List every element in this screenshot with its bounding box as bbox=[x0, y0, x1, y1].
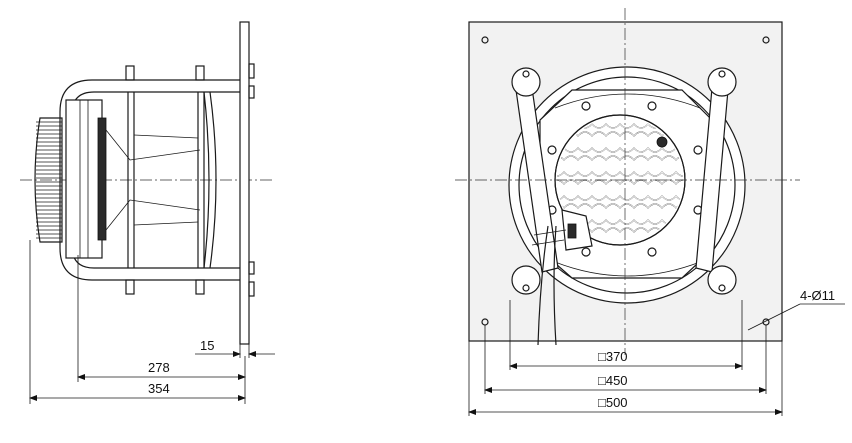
motor-fins bbox=[34, 117, 63, 243]
side-dimensions: 15 278 354 bbox=[29, 240, 275, 404]
impeller bbox=[65, 91, 217, 269]
dim-holes: 4-Ø11 bbox=[800, 288, 835, 303]
corner-bosses bbox=[511, 67, 737, 295]
dim-15: 15 bbox=[200, 338, 214, 353]
dim-354: 354 bbox=[148, 381, 170, 396]
dim-278: 278 bbox=[148, 360, 170, 375]
dim-450: □450 bbox=[598, 373, 628, 388]
side-view: 15 278 354 bbox=[20, 21, 275, 404]
dim-500: □500 bbox=[598, 395, 628, 410]
mounting-flange bbox=[239, 21, 255, 345]
terminal-box bbox=[531, 209, 593, 346]
corner-holes bbox=[481, 36, 770, 326]
front-dimensions: □370 □450 □500 4-Ø11 bbox=[468, 288, 845, 416]
dim-370: □370 bbox=[598, 349, 628, 364]
front-view: □370 □450 □500 4-Ø11 bbox=[455, 8, 845, 416]
